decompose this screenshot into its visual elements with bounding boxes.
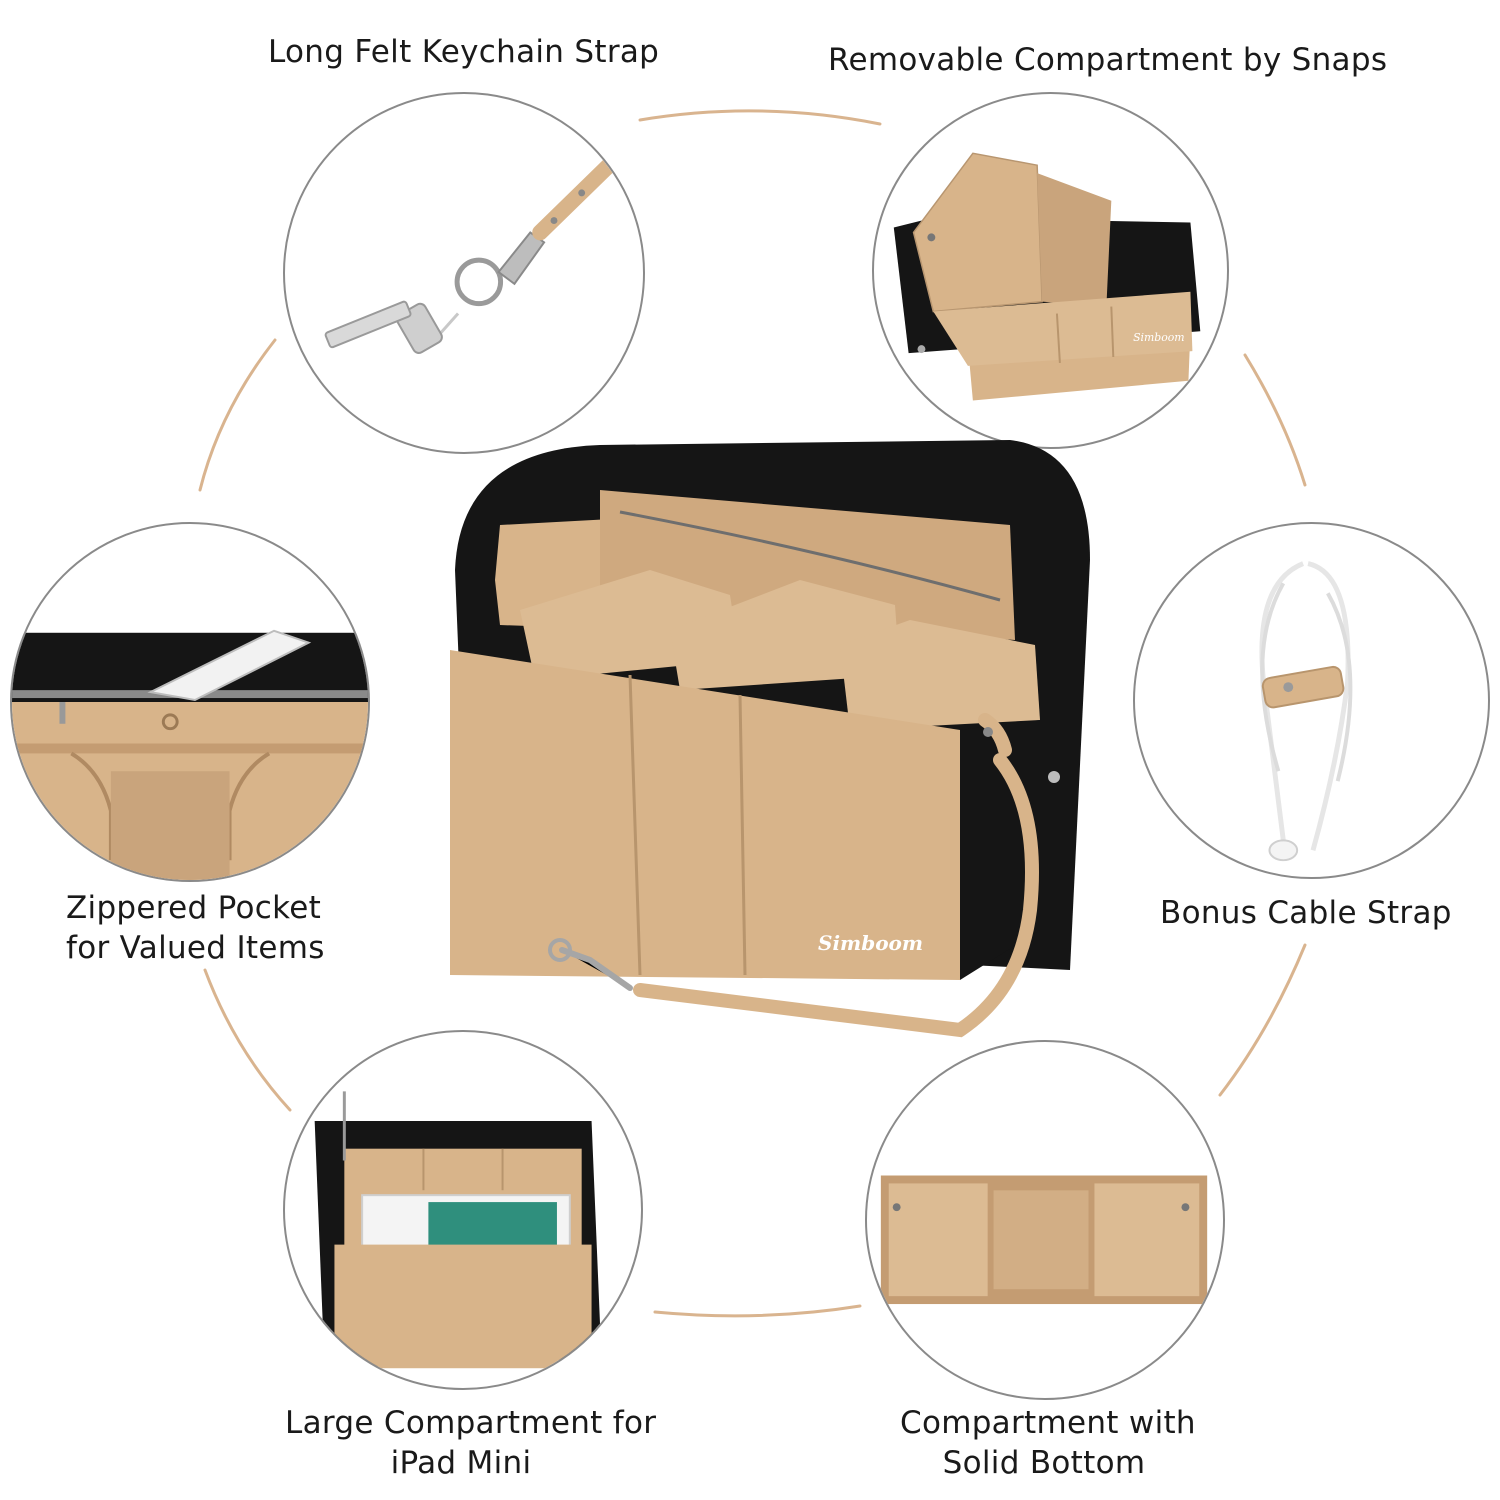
circle-cable-strap bbox=[1133, 522, 1490, 879]
arc-lower-left bbox=[203, 968, 292, 1112]
label-zippered-line1: Zippered Pocket bbox=[66, 890, 322, 926]
label-keychain-strap: Long Felt Keychain Strap bbox=[268, 32, 659, 72]
arc-upper-left bbox=[198, 338, 277, 492]
label-zippered-pocket: Zippered Pocket for Valued Items bbox=[66, 888, 325, 968]
label-zippered-line2: for Valued Items bbox=[66, 930, 325, 966]
label-removable-compartment-text: Removable Compartment by Snaps bbox=[828, 42, 1388, 78]
circle-solid-bottom bbox=[865, 1040, 1225, 1400]
label-ipad-line1: Large Compartment for bbox=[285, 1405, 657, 1441]
label-keychain-strap-text: Long Felt Keychain Strap bbox=[268, 34, 660, 70]
mini-brand-mark: Simboom bbox=[1133, 331, 1185, 344]
label-solid-line2: Solid Bottom bbox=[942, 1445, 1146, 1481]
removable-compartment-illustration: Simboom bbox=[893, 152, 1201, 401]
label-removable-compartment: Removable Compartment by Snaps bbox=[828, 40, 1387, 80]
label-solid-line1: Compartment with bbox=[900, 1405, 1196, 1441]
organizer-illustration: Simboom bbox=[450, 440, 1090, 1038]
ipad-compartment-illustration bbox=[314, 1091, 602, 1369]
arc-upper-right bbox=[1243, 353, 1307, 487]
cable-strap-illustration bbox=[1259, 561, 1353, 862]
arc-bottom bbox=[653, 1304, 862, 1318]
solid-bottom-illustration bbox=[880, 1175, 1208, 1305]
label-ipad-compartment: Large Compartment for iPad Mini bbox=[285, 1403, 657, 1483]
circle-zippered-pocket bbox=[10, 522, 370, 882]
keychain-illustration bbox=[324, 145, 630, 354]
label-ipad-line2: iPad Mini bbox=[390, 1445, 532, 1481]
arc-lower-right bbox=[1218, 943, 1307, 1097]
zippered-pocket-illustration bbox=[12, 629, 368, 880]
organizer-product-image: Simboom bbox=[440, 430, 1100, 1070]
label-cable-strap: Bonus Cable Strap bbox=[1160, 893, 1452, 933]
label-solid-bottom: Compartment with Solid Bottom bbox=[900, 1403, 1196, 1483]
circle-keychain-strap bbox=[283, 92, 645, 454]
label-cable-strap-text: Bonus Cable Strap bbox=[1160, 895, 1452, 931]
arc-top bbox=[638, 109, 882, 126]
circle-removable-compartment: Simboom bbox=[872, 92, 1229, 449]
brand-mark: Simboom bbox=[818, 931, 923, 955]
circle-ipad-compartment bbox=[283, 1030, 643, 1390]
